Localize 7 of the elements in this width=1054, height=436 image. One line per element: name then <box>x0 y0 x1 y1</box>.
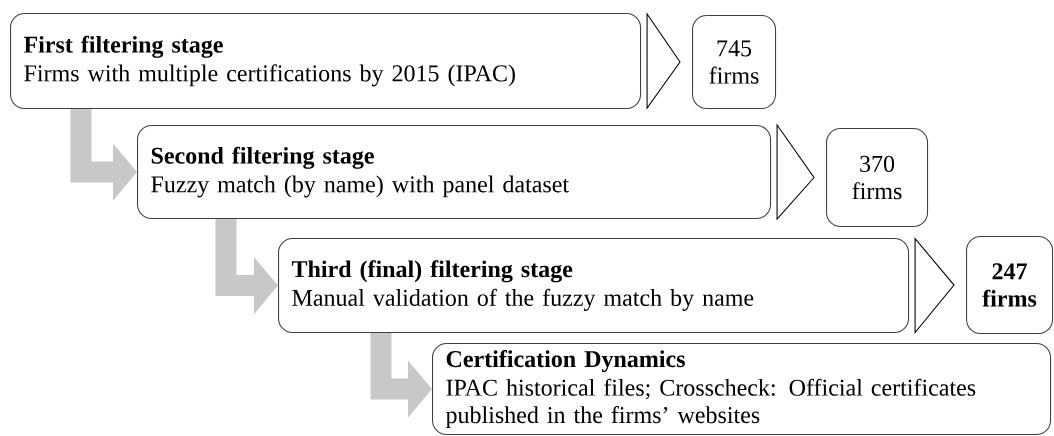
stage-box: Third (final) filtering stage Manual validation of the fuzzy match by name <box>278 238 910 334</box>
stage-box: Certification Dynamics IPAC historical files; Crosscheck: Official certificates published in the firms’ websites <box>432 343 1052 436</box>
count-box: 247 firms <box>966 236 1054 335</box>
stage-box: First filtering stage Firms with multiple certifications by 2015 (IPAC) <box>10 13 642 110</box>
count-box: 745 firms <box>692 15 777 110</box>
count-box: 370 firms <box>826 128 929 228</box>
stage-box: Second filtering stage Fuzzy match (by name) with panel dataset <box>137 125 772 220</box>
